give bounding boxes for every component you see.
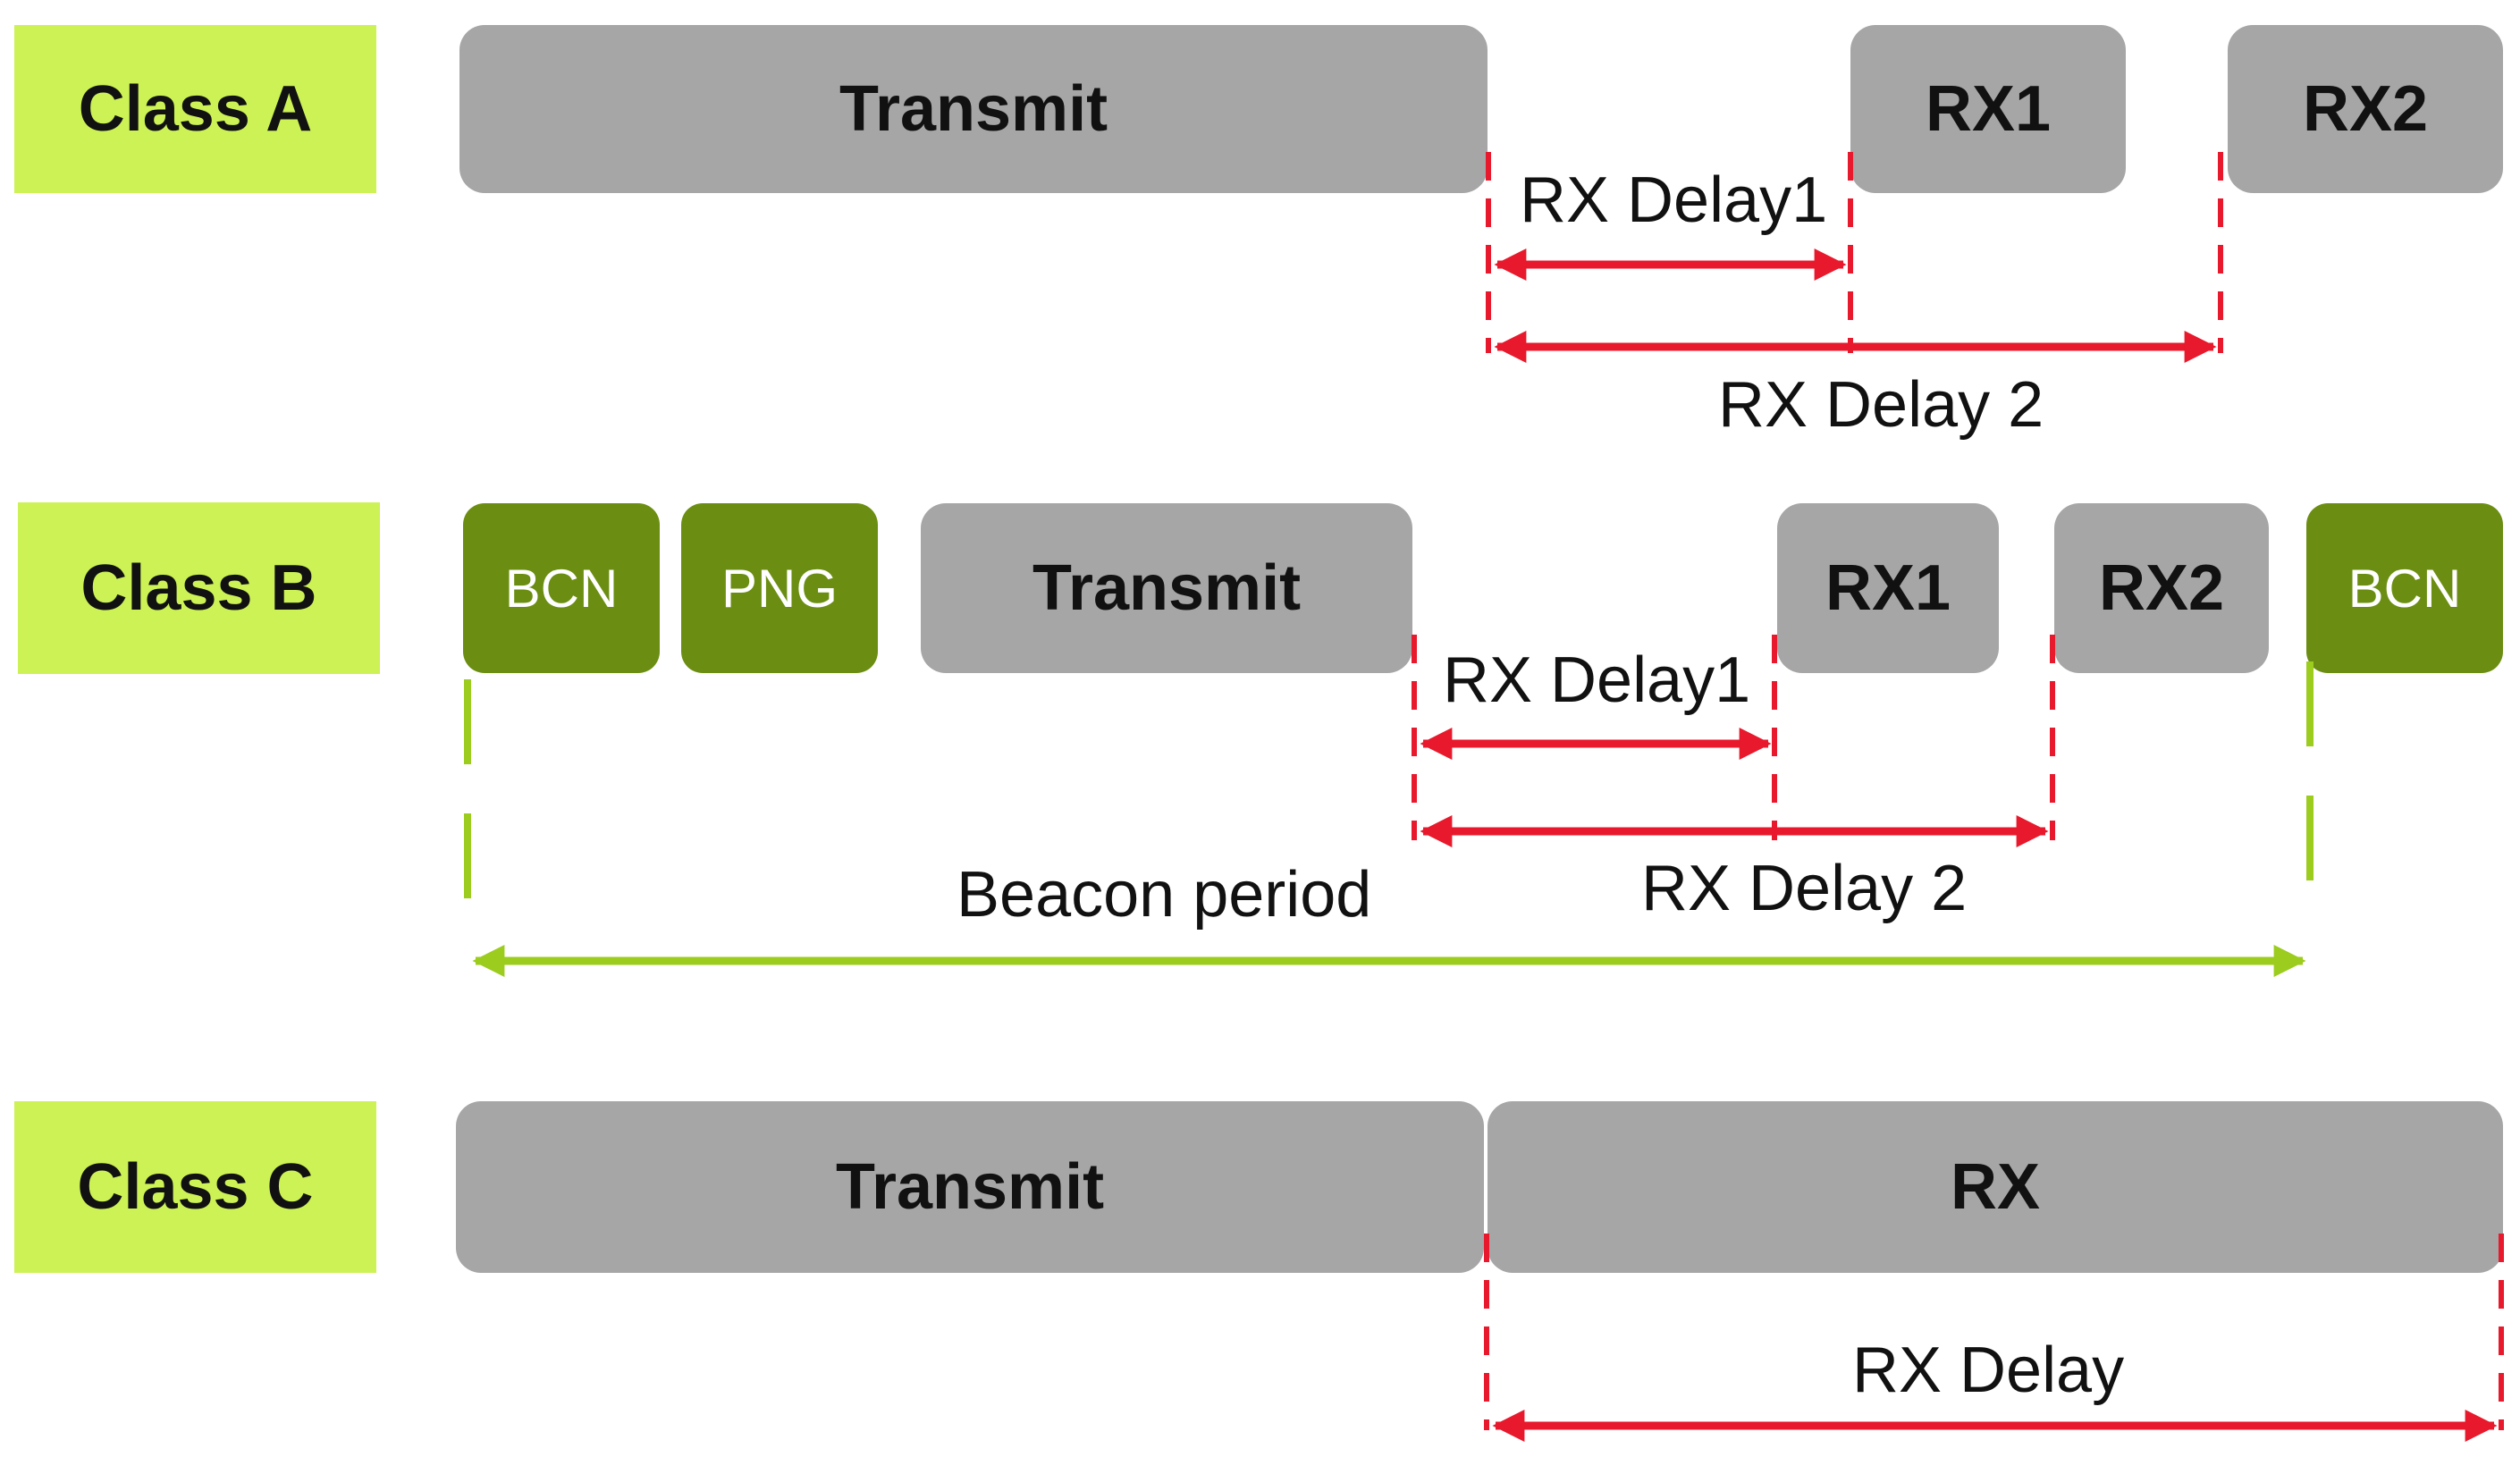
class-c-rx-delay-label: RX Delay: [1852, 1335, 2125, 1406]
class-b-bcn-start-block: BCN: [463, 503, 660, 673]
class-a-rx1-block: RX1: [1850, 25, 2126, 193]
class-b-beacon-period-label: Beacon period: [957, 859, 1372, 931]
class-b-rx-delay1-label: RX Delay1: [1443, 644, 1751, 716]
class-b-transmit-block: Transmit: [921, 503, 1412, 673]
class-b-rx-delay2-label: RX Delay 2: [1641, 853, 1968, 924]
class-c-rx-block: RX: [1488, 1101, 2503, 1273]
class-b-png-block: PNG: [681, 503, 878, 673]
class-c-label: Class C: [14, 1101, 376, 1273]
class-c-transmit-block: Transmit: [456, 1101, 1484, 1273]
class-a-rx-delay1-label: RX Delay1: [1520, 164, 1828, 236]
class-b-label: Class B: [18, 502, 380, 674]
class-a-transmit-block: Transmit: [459, 25, 1488, 193]
class-b-rx2-block: RX2: [2054, 503, 2269, 673]
class-a-rx-delay2-label: RX Delay 2: [1718, 369, 2044, 441]
class-b-rx1-block: RX1: [1777, 503, 1999, 673]
class-a-label: Class A: [14, 25, 376, 193]
class-b-bcn-end-block: BCN: [2306, 503, 2503, 673]
class-a-rx2-block: RX2: [2228, 25, 2503, 193]
